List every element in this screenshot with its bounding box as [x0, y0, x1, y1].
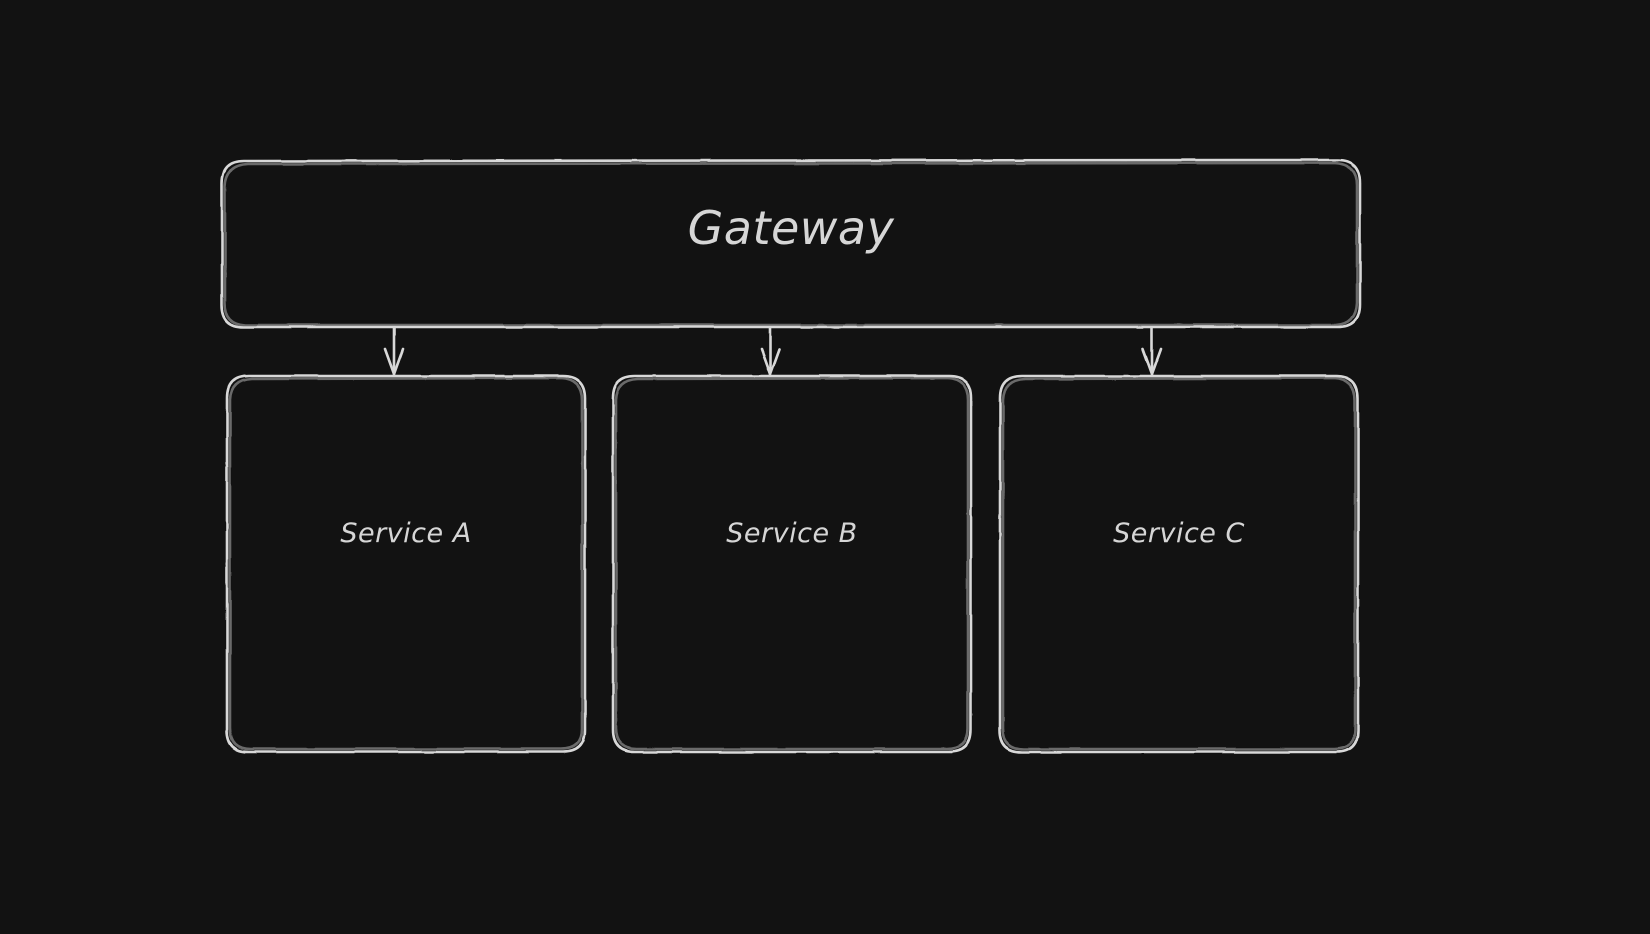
service-b-box-shape — [611, 374, 973, 754]
service-a-box-shape — [225, 374, 587, 754]
service-b-label: Service B — [726, 518, 858, 549]
gateway-box-shape — [220, 158, 1362, 329]
service-c-label: Service C — [1113, 518, 1245, 549]
gateway-label: Gateway — [687, 201, 895, 255]
arrow-gateway-to-service-a — [383, 326, 405, 376]
arrow-gateway-to-service-b — [759, 326, 781, 376]
arrow-gateway-to-service-c — [1141, 326, 1163, 376]
service-a-label: Service A — [340, 518, 472, 549]
service-c-box-shape — [998, 374, 1360, 754]
